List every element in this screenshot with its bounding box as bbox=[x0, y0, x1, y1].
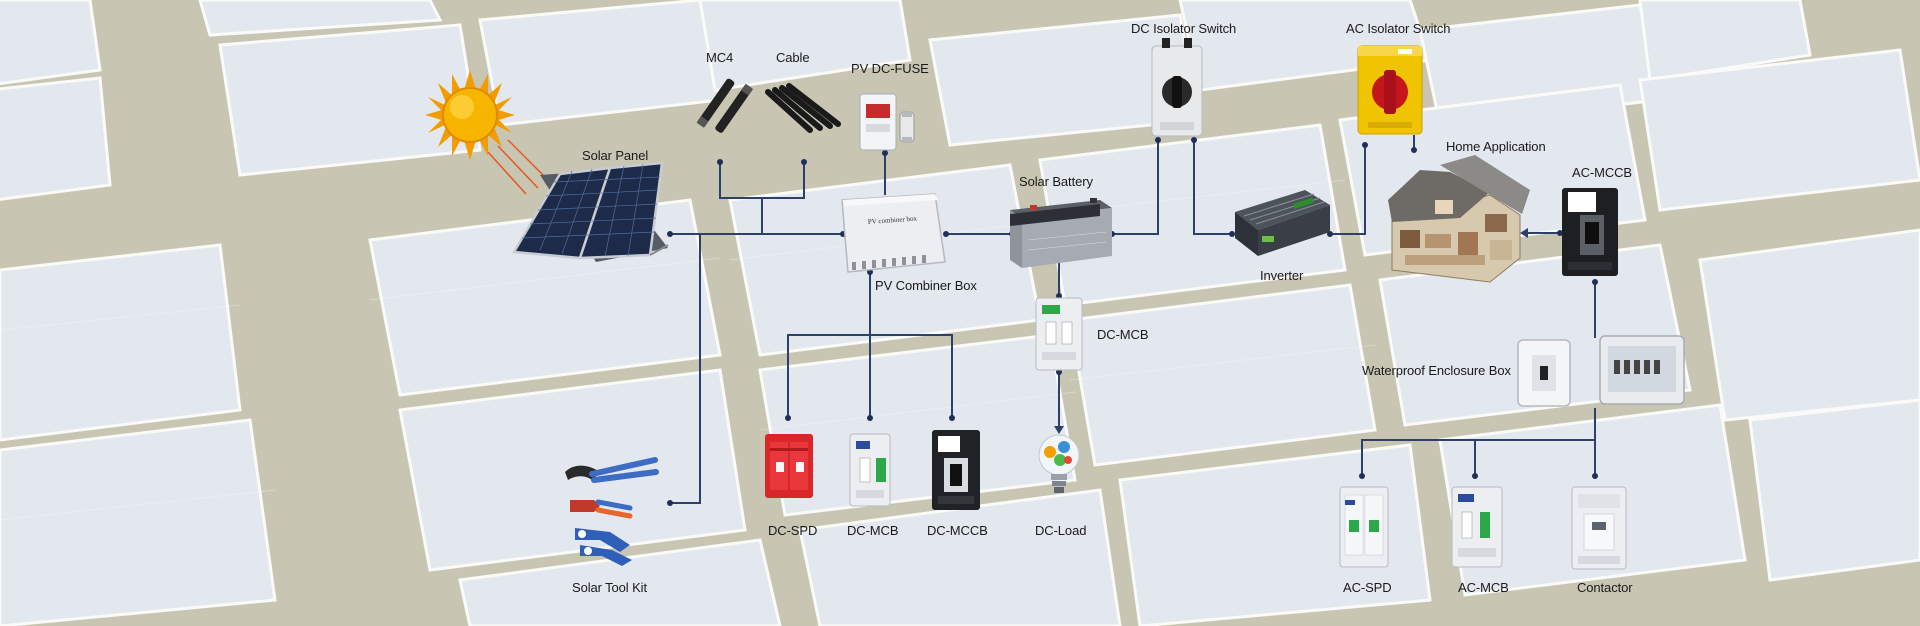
connector-lines bbox=[668, 135, 1596, 504]
label-solar-battery: Solar Battery bbox=[1019, 174, 1093, 189]
label-dc-mcb-mid: DC-MCB bbox=[1097, 327, 1149, 342]
mccb-icon bbox=[932, 430, 980, 510]
contactor-icon bbox=[1571, 486, 1627, 570]
label-inverter: Inverter bbox=[1260, 268, 1304, 283]
label-pv-dc-fuse: PV DC-FUSE bbox=[851, 61, 929, 76]
node-dots bbox=[667, 137, 1598, 506]
label-dc-spd: DC-SPD bbox=[768, 523, 818, 538]
mcb-icon bbox=[1035, 297, 1083, 371]
label-home-application: Home Application bbox=[1446, 139, 1546, 154]
tool-kit-icon bbox=[565, 457, 659, 566]
label-dc-load: DC-Load bbox=[1035, 523, 1087, 538]
label-pv-combiner-box: PV Combiner Box bbox=[875, 278, 977, 293]
solar-panel-icon bbox=[511, 161, 669, 262]
mccb-icon bbox=[1562, 188, 1618, 276]
battery-icon bbox=[1010, 198, 1112, 268]
ac-isolator-icon bbox=[1357, 45, 1423, 135]
label-cable: Cable bbox=[776, 50, 810, 65]
label-dc-isolator-switch: DC Isolator Switch bbox=[1131, 21, 1237, 36]
label-ac-mcb: AC-MCB bbox=[1458, 580, 1509, 595]
inverter-icon bbox=[1235, 190, 1330, 256]
mc4-connector-icon bbox=[696, 78, 754, 133]
label-solar-panel: Solar Panel bbox=[582, 148, 649, 163]
label-solar-tool-kit: Solar Tool Kit bbox=[572, 580, 647, 595]
arrowheads bbox=[1054, 228, 1528, 434]
label-mc4: MC4 bbox=[706, 50, 734, 65]
house-icon bbox=[1388, 155, 1530, 283]
mcb-icon bbox=[1451, 486, 1503, 568]
sun-icon bbox=[425, 70, 551, 195]
label-ac-mccb: AC-MCCB bbox=[1572, 165, 1632, 180]
spd-icon bbox=[1339, 486, 1389, 568]
cable-icon bbox=[765, 83, 841, 133]
enclosure-icon bbox=[1517, 335, 1685, 407]
spd-icon bbox=[765, 434, 813, 498]
bulb-icon bbox=[1038, 434, 1080, 493]
dc-fuse-icon bbox=[859, 93, 915, 151]
label-ac-spd: AC-SPD bbox=[1343, 580, 1392, 595]
label-ac-isolator-switch: AC Isolator Switch bbox=[1346, 21, 1451, 36]
combiner-plate-text: PV combiner box bbox=[868, 215, 918, 226]
dc-isolator-icon bbox=[1151, 38, 1203, 137]
label-dc-mccb: DC-MCCB bbox=[927, 523, 988, 538]
label-waterproof-enclosure-box: Waterproof Enclosure Box bbox=[1362, 363, 1511, 378]
label-dc-mcb: DC-MCB bbox=[847, 523, 899, 538]
mcb-icon bbox=[849, 433, 891, 507]
combiner-box-icon: PV combiner box bbox=[841, 193, 946, 273]
label-contactor: Contactor bbox=[1577, 580, 1633, 595]
